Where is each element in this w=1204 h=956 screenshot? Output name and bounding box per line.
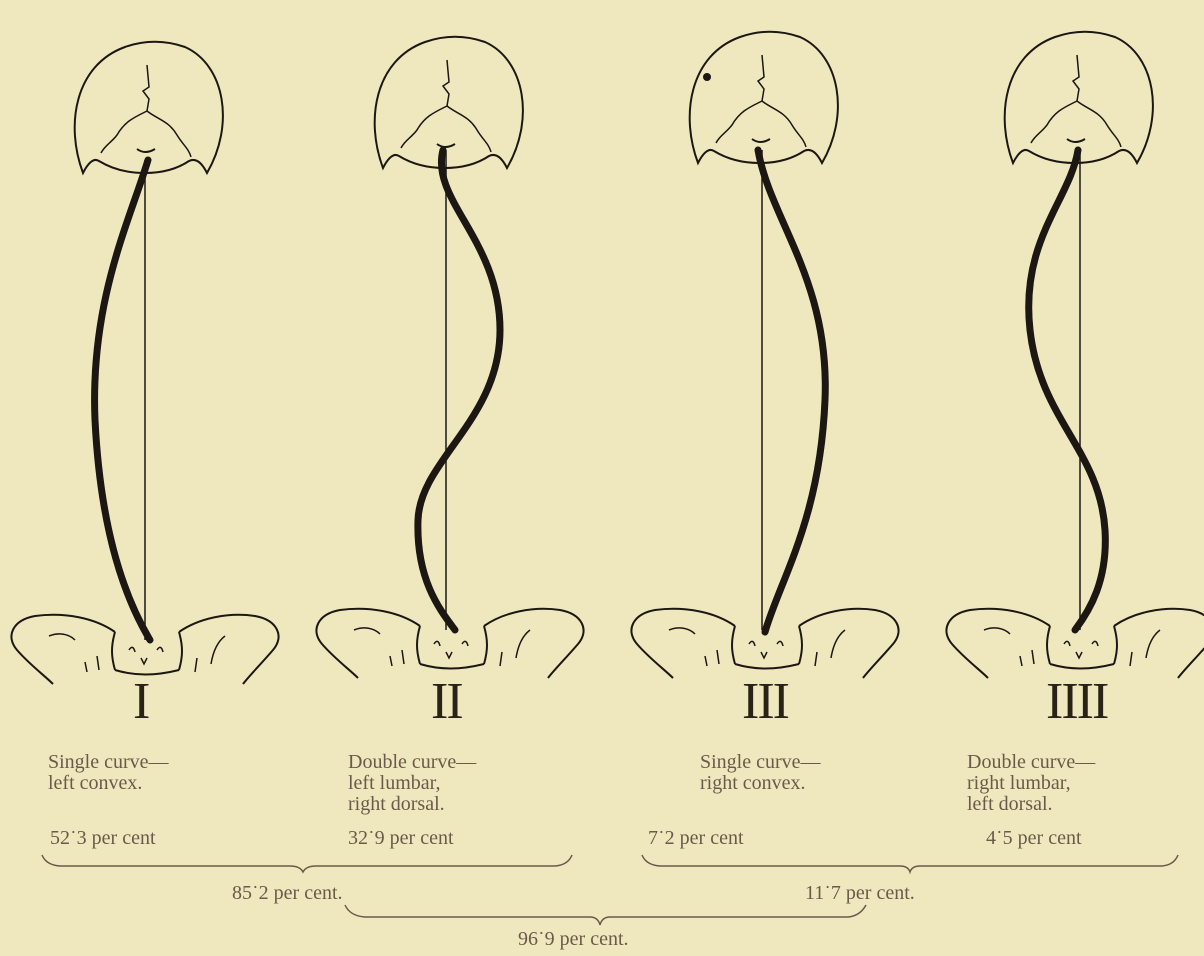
description-line: Double curve— [348,752,476,773]
numeral-iiii: IIII [1046,676,1107,728]
numeral-iii: III [742,676,788,728]
percent-ii: 32˙9 per cent [348,827,454,849]
figure-ii [316,37,583,678]
description-line: left convex. [48,773,169,794]
description-ii: Double curve— left lumbar, right dorsal. [348,752,476,815]
description-i: Single curve— left convex. [48,752,169,794]
description-line: Single curve— [48,752,169,773]
figure-iii [631,32,898,678]
description-iiii: Double curve— right lumbar, left dorsal. [967,752,1095,815]
description-line: right dorsal. [348,794,476,815]
percent-iii: 7˙2 per cent [648,827,744,849]
total-middle-pair: 96˙9 per cent. [518,928,629,950]
description-line: left lumbar, [348,773,476,794]
description-line: right lumbar, [967,773,1095,794]
total-left-pair: 85˙2 per cent. [232,882,343,904]
brace-left-pair [42,855,572,872]
description-line: Double curve— [967,752,1095,773]
description-iii: Single curve— right convex. [700,752,821,794]
description-line: left dorsal. [967,794,1095,815]
description-line: right convex. [700,773,821,794]
numeral-ii: II [431,676,462,728]
figure-iiii [946,32,1204,678]
brace-middle-pair [345,905,866,925]
description-line: Single curve— [700,752,821,773]
brace-right-pair [642,855,1178,872]
figure-i [11,42,278,684]
numeral-i: I [133,676,148,728]
percent-i: 52˙3 per cent [50,827,156,849]
percent-iiii: 4˙5 per cent [986,827,1082,849]
total-right-pair: 11˙7 per cent. [805,882,915,904]
